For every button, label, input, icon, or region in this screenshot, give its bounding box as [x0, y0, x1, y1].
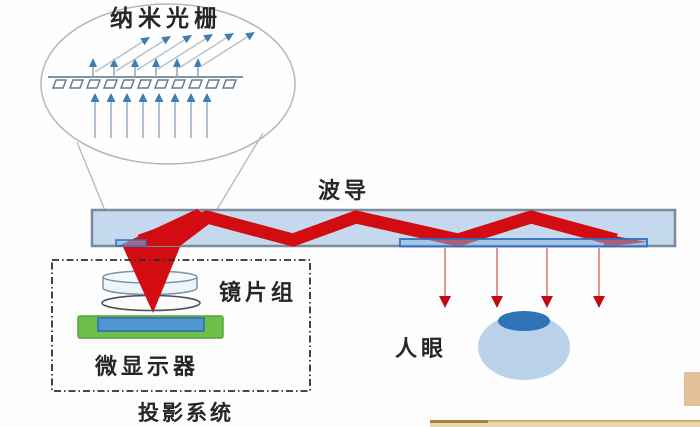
tan-band-bottom-thin [488, 420, 700, 422]
tir-zigzag-beam [137, 210, 618, 248]
projection-system-box [51, 259, 311, 392]
down-arrow-icon [592, 247, 606, 309]
down-arrow-icon [490, 247, 504, 309]
outcoupled-light-arrows [438, 247, 606, 309]
human-eye-label: 人眼 [395, 337, 447, 362]
lens-group-label: 镜片组 [219, 280, 297, 306]
projection-system-label: 投影系统 [138, 401, 234, 425]
down-arrow-icon [540, 247, 554, 309]
iris [498, 311, 550, 331]
eyeball [478, 314, 570, 380]
magnifier-circle [40, 3, 296, 165]
tan-band-bottom-dark [430, 420, 488, 423]
down-arrow-icon [438, 247, 452, 309]
output-grating [399, 238, 648, 248]
projector-beam [123, 247, 180, 313]
waveguide-label: 波导 [318, 179, 370, 204]
nano-grating-label: 纳米光栅 [110, 5, 222, 32]
input-grating [115, 239, 147, 247]
display-panel [97, 317, 205, 332]
tan-band-bottom [430, 421, 700, 427]
micro-display-label: 微显示器 [94, 354, 199, 380]
tan-accent-right [684, 372, 700, 406]
